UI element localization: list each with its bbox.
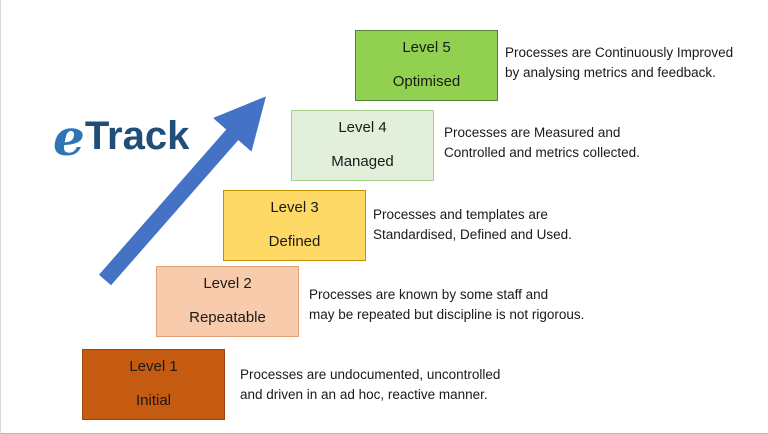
level-4-description: Processes are Measured and Controlled an… [444, 123, 640, 164]
level-5-name: Optimised [392, 72, 461, 90]
level-4-name: Managed [331, 152, 394, 170]
level-4-title: Level 4 [338, 119, 387, 136]
level-4-desc-line2: Controlled and metrics collected. [444, 145, 640, 161]
level-4-desc-line1: Processes are Measured and [444, 125, 621, 140]
level-1-title: Level 1 [129, 358, 178, 375]
level-5-title: Level 5 [402, 39, 451, 56]
level-1-desc-line2: and driven in an ad hoc, reactive manner… [240, 387, 488, 403]
level-1-description: Processes are undocumented, uncontrolled… [240, 365, 500, 406]
level-5-desc-line1: Processes are Continuously Improved [505, 45, 734, 60]
level-5-description: Processes are Continuously Improved by a… [505, 43, 733, 84]
level-2-desc-line2: may be repeated but discipline is not ri… [309, 307, 585, 323]
level-2-box: Level 2 Repeatable [156, 266, 299, 337]
level-3-name: Defined [268, 232, 321, 250]
level-1-desc-line1: Processes are undocumented, uncontrolled [240, 367, 501, 382]
level-2-description: Processes are known by some staff and ma… [309, 285, 584, 326]
level-3-box: Level 3 Defined [223, 190, 366, 261]
level-2-name: Repeatable [189, 308, 266, 326]
level-3-title: Level 3 [270, 199, 319, 216]
level-3-desc-line2: Standardised, Defined and Used. [373, 227, 572, 243]
level-5-desc-line2: by analysing metrics and feedback. [505, 65, 716, 81]
etrack-logo: eTrack [53, 108, 189, 167]
level-2-desc-line1: Processes are known by some staff and [309, 287, 549, 302]
level-2-title: Level 2 [203, 275, 252, 292]
level-1-box: Level 1 Initial [82, 349, 225, 420]
growth-arrow-icon [98, 96, 266, 286]
level-1-name: Initial [135, 391, 172, 409]
etrack-logo-e: e [53, 108, 85, 167]
level-5-box: Level 5 Optimised [355, 30, 498, 101]
level-3-desc-line1: Processes and templates are [373, 207, 548, 222]
level-3-description: Processes and templates are Standardised… [373, 205, 572, 246]
etrack-logo-text: Track [84, 114, 190, 158]
level-4-box: Level 4 Managed [291, 110, 434, 181]
